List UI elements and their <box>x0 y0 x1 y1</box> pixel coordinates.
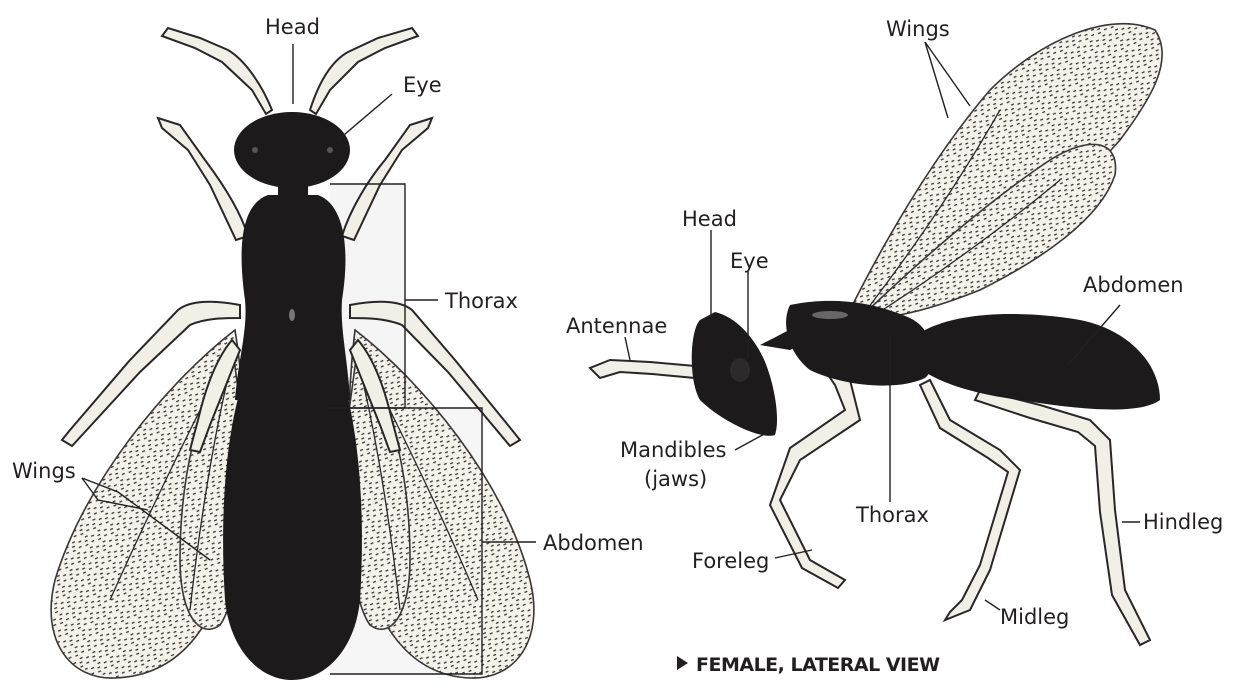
dorsal-head-label: Head <box>265 15 320 39</box>
lateral-body <box>692 301 1160 436</box>
dorsal-eye-left <box>252 147 258 153</box>
lateral-thorax <box>786 301 933 386</box>
eye-leader <box>338 94 392 140</box>
lateral-wings-label: Wings <box>886 17 950 41</box>
lateral-view-caption: FEMALE, LATERAL VIEW <box>696 654 940 676</box>
lateral-wings-leader-2 <box>925 42 948 118</box>
lateral-mandibles-leader <box>735 432 768 450</box>
dorsal-wings-label: Wings <box>12 459 76 483</box>
lateral-antenna <box>590 360 695 378</box>
lateral-hindleg-label: Hindleg <box>1143 510 1223 534</box>
dorsal-thorax-label: Thorax <box>444 289 518 313</box>
dorsal-abdomen-label: Abdomen <box>543 531 644 555</box>
lateral-eye-label: Eye <box>730 249 769 273</box>
lateral-head-label: Head <box>682 207 737 231</box>
lateral-mandibles-label: Mandibles <box>620 438 727 462</box>
lateral-wings-leader-1 <box>925 42 970 106</box>
lateral-foreleg-label: Foreleg <box>692 549 769 573</box>
dorsal-thorax <box>235 195 350 400</box>
lateral-thorax-label: Thorax <box>855 503 929 527</box>
lateral-eye <box>730 358 750 382</box>
lateral-antennae-leader <box>625 337 630 360</box>
dorsal-eye-right <box>327 147 333 153</box>
dorsal-view: Head Eye Thorax Wings Abdomen <box>12 15 644 680</box>
caption-arrow-icon <box>677 656 688 670</box>
dorsal-antennae <box>162 28 418 114</box>
lateral-jaws-label: (jaws) <box>644 467 707 491</box>
lateral-abdomen <box>925 314 1160 409</box>
dorsal-abdomen <box>223 398 362 680</box>
lateral-abdomen-label: Abdomen <box>1083 273 1184 297</box>
lateral-midleg-label: Midleg <box>1000 605 1069 629</box>
dorsal-eye-label: Eye <box>403 73 442 97</box>
lateral-view: Wings Head Eye Abdomen Antennae Mandible… <box>566 17 1223 676</box>
lateral-midleg-leader <box>985 600 1000 610</box>
lateral-antennae-label: Antennae <box>566 314 667 338</box>
